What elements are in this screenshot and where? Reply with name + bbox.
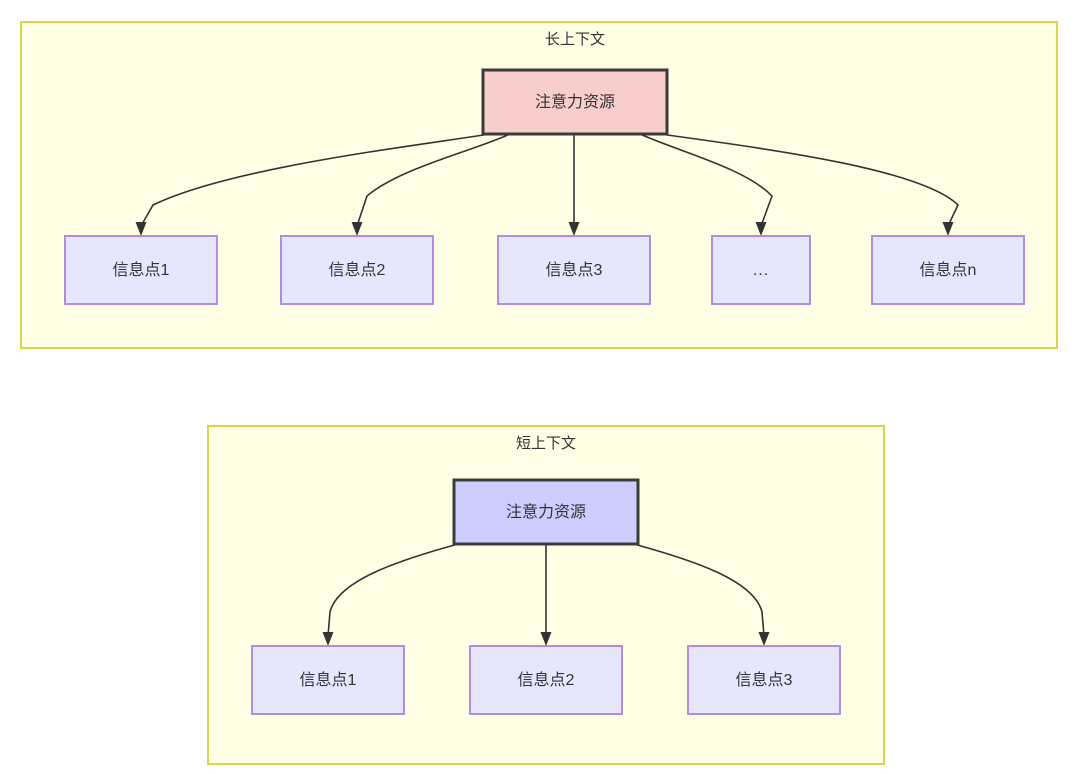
node-short-info-1-label: 信息点1 (300, 671, 357, 689)
panel-long-context: 长上下文 注意 (20, 21, 1058, 349)
node-long-info-1-label: 信息点1 (113, 261, 170, 279)
node-long-info-1-rect[interactable] (64, 235, 218, 305)
arrowhead-info-3 (568, 222, 580, 236)
node-long-info-2[interactable]: 信息点2 (280, 235, 434, 305)
node-short-info-2-label: 信息点2 (518, 671, 575, 689)
node-short-info-1[interactable]: 信息点1 (251, 645, 405, 715)
edge-root-to-info-2 (356, 133, 511, 227)
node-short-info-3-label: 信息点3 (736, 671, 793, 689)
panel-short-context-title: 短上下文 (516, 435, 576, 452)
node-long-context-root-rect[interactable] (481, 68, 669, 136)
edges-long-context (135, 133, 959, 236)
edge-root-to-info-n (659, 133, 959, 227)
panel-short-context: 短上下文 注意力资源 信息点1 (207, 425, 885, 765)
edge-short-root-to-info-1 (327, 543, 459, 637)
node-short-info-3[interactable]: 信息点3 (687, 645, 841, 715)
node-long-info-1[interactable]: 信息点1 (64, 235, 218, 305)
node-long-info-3[interactable]: 信息点3 (497, 235, 651, 305)
arrowhead-short-info-2 (540, 632, 552, 646)
node-long-info-ellipsis-label: ... (753, 262, 769, 279)
node-long-info-n-rect[interactable] (871, 235, 1025, 305)
node-long-info-3-label: 信息点3 (546, 261, 603, 279)
node-long-info-2-rect[interactable] (280, 235, 434, 305)
edges-short-context (322, 543, 770, 646)
node-short-context-root[interactable]: 注意力资源 (452, 478, 640, 546)
arrowhead-short-info-1 (322, 632, 334, 646)
panel-long-context-title: 长上下文 (545, 31, 605, 48)
edge-root-to-info-1 (140, 133, 491, 227)
arrowhead-info-2 (351, 222, 363, 236)
edge-short-root-to-info-3 (633, 543, 765, 637)
node-long-info-ellipsis-rect[interactable] (711, 235, 811, 305)
arrowhead-ellipsis (755, 222, 767, 236)
node-long-info-2-label: 信息点2 (329, 261, 386, 279)
node-long-info-3-rect[interactable] (497, 235, 651, 305)
node-short-info-3-rect[interactable] (687, 645, 841, 715)
node-short-info-2[interactable]: 信息点2 (469, 645, 623, 715)
node-short-context-root-label: 注意力资源 (506, 502, 586, 521)
node-long-info-n[interactable]: 信息点n (871, 235, 1025, 305)
node-short-info-1-rect[interactable] (251, 645, 405, 715)
arrowhead-short-info-3 (758, 632, 770, 646)
arrowhead-info-n (942, 222, 954, 236)
node-long-info-ellipsis[interactable]: ... (711, 235, 811, 305)
node-short-context-root-rect[interactable] (452, 478, 640, 546)
arrowhead-info-1 (135, 222, 147, 236)
node-long-info-n-label: 信息点n (920, 261, 977, 279)
node-long-context-root[interactable]: 注意力资源 (481, 68, 669, 136)
node-short-info-2-rect[interactable] (469, 645, 623, 715)
node-long-context-root-label: 注意力资源 (535, 92, 615, 111)
edge-root-to-ellipsis (639, 133, 773, 227)
